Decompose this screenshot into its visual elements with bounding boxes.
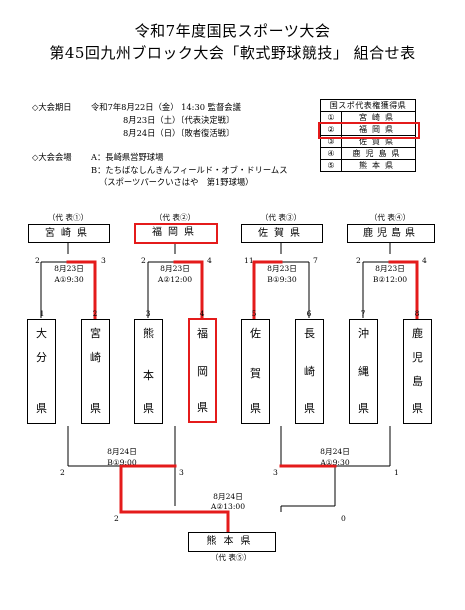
- repechage2-score-right: 1: [394, 468, 399, 477]
- team-number: 3: [145, 309, 151, 318]
- final-date: 8月24日: [213, 492, 243, 501]
- schedule-line-2: 8月23日（土）〔代表決定戦〕: [123, 115, 235, 125]
- rep-box-1: 宮崎県: [28, 224, 110, 243]
- match1-date: 8月23日: [54, 264, 84, 273]
- rep-box-4: 鹿児島県: [347, 224, 435, 243]
- match1-slot: A①9:30: [54, 275, 84, 284]
- final-rep-label: （代 表⑤）: [210, 553, 252, 562]
- team-box-fukuoka: 福 岡 県: [188, 318, 217, 423]
- match2-score-right: 4: [207, 256, 212, 265]
- match3-score-right: 7: [313, 256, 318, 265]
- match4-score-right: 4: [422, 256, 427, 265]
- team-box-okinawa: 沖 縄 県: [349, 319, 378, 424]
- team-number: 6: [306, 309, 312, 318]
- team-box-kagoshima: 鹿 児 島 県: [403, 319, 432, 424]
- match2-slot: A②12:00: [157, 275, 193, 284]
- final-slot: A②13:00: [210, 502, 246, 511]
- schedule-label: ◇大会期日: [32, 102, 72, 112]
- team-number: 7: [360, 309, 366, 318]
- table-highlight: [318, 122, 420, 139]
- rep-label-3: （代 表③）: [260, 213, 302, 222]
- repechage2-score-left: 3: [273, 468, 278, 477]
- team-number: 2: [92, 309, 98, 318]
- match4-score-left: 2: [356, 256, 361, 265]
- team-box-oita: 大 分 県: [27, 319, 56, 424]
- team-box-miyazaki: 宮 崎 県: [81, 319, 110, 424]
- final-score-right: 0: [341, 514, 346, 523]
- match4-date: 8月23日: [375, 264, 405, 273]
- match1-score-left: 2: [35, 256, 40, 265]
- match2-score-left: 2: [141, 256, 146, 265]
- rep-box-2: 福岡県: [134, 223, 218, 244]
- schedule-line-3: 8月24日（日）〔敗者復活戦〕: [123, 128, 235, 138]
- rep-label-2: （代 表②）: [154, 213, 196, 222]
- venue-label: ◇大会会場: [32, 152, 72, 162]
- repechage1-score-left: 2: [60, 468, 65, 477]
- team-number: 4: [199, 309, 205, 318]
- match2-date: 8月23日: [160, 264, 190, 273]
- repechage1-date: 8月24日: [107, 447, 137, 456]
- team-number: 1: [39, 309, 45, 318]
- match3-slot: B①9:30: [267, 275, 297, 284]
- team-box-nagasaki: 長 崎 県: [295, 319, 324, 424]
- page-title: 令和7年度国民スポーツ大会: [134, 22, 331, 40]
- repechage2-date: 8月24日: [320, 447, 350, 456]
- team-number: 8: [414, 309, 420, 318]
- team-box-saga: 佐 賀 県: [241, 319, 270, 424]
- team-number: 5: [251, 309, 257, 318]
- final-team-box: 熊本県: [188, 532, 276, 552]
- page-subtitle: 第45回九州ブロック大会「軟式野球競技」 組合せ表: [49, 44, 416, 62]
- rep-label-4: （代 表④）: [369, 213, 411, 222]
- final-score-left: 2: [114, 514, 119, 523]
- repechage1-score-right: 3: [179, 468, 184, 477]
- match4-slot: B②12:00: [372, 275, 408, 284]
- venue-line-b2: （スポーツパークいさはや 第1野球場）: [99, 177, 254, 187]
- rep-label-1: （代 表①）: [47, 213, 89, 222]
- rep-box-3: 佐賀県: [241, 224, 323, 243]
- match3-score-left: 11: [244, 256, 254, 265]
- schedule-line-1: 令和7年8月22日（金） 14:30 監督会議: [91, 102, 241, 112]
- repechage2-slot: A①9:30: [320, 458, 350, 467]
- team-box-kumamoto: 熊 本 県: [134, 319, 163, 424]
- repechage1-slot: B①9:00: [107, 458, 137, 467]
- venue-line-a: A：長崎県営野球場: [91, 152, 164, 162]
- venue-line-b: B：たちばなしんきんフィールド・オブ・ドリームス: [91, 165, 288, 175]
- match3-date: 8月23日: [267, 264, 297, 273]
- match1-score-right: 3: [101, 256, 106, 265]
